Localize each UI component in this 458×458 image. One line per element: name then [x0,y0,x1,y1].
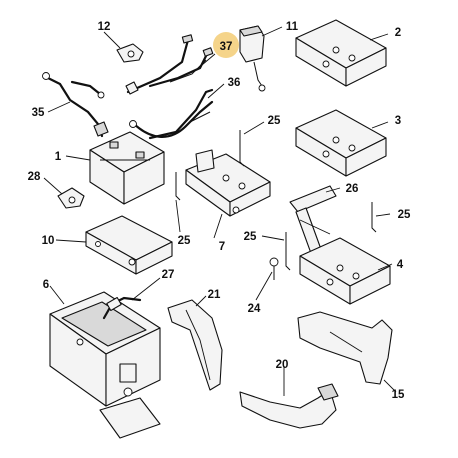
part-15-shield[interactable] [297,311,393,385]
callout-25-d[interactable]: 25 [244,231,257,243]
part-27-pad[interactable] [57,187,85,209]
part-21-air-duct[interactable] [167,299,223,391]
callout-36[interactable]: 36 [228,77,241,89]
leader-lines [43,26,397,396]
part-2-tray[interactable] [295,19,387,87]
part-36-cable-harness[interactable] [129,88,214,140]
part-20-air-duct[interactable] [239,383,339,429]
callout-12[interactable]: 12 [98,21,111,33]
part-1-battery[interactable] [89,131,165,205]
part-25-bolt-c[interactable] [285,232,291,271]
part-35-battery-cable[interactable] [42,72,109,138]
callout-6[interactable]: 6 [43,279,49,291]
part-25-bolt-a[interactable] [239,130,245,167]
part-37-cable-harness[interactable] [125,34,214,95]
callout-10[interactable]: 10 [42,235,55,247]
callout-3[interactable]: 3 [395,115,401,127]
callout-25-b[interactable]: 25 [398,209,411,221]
callout-26[interactable]: 26 [346,183,359,195]
callout-28[interactable]: 27 [162,269,175,281]
callout-11[interactable]: 11 [286,21,299,33]
part-7-tray-bracket[interactable] [185,149,271,217]
callout-27[interactable]: 28 [28,171,41,183]
callout-37-highlight [213,32,239,58]
callout-20[interactable]: 20 [276,359,289,371]
callout-37[interactable]: 37 [220,41,233,53]
callout-2[interactable]: 2 [395,27,401,39]
part-25-bolt-b[interactable] [175,172,181,201]
part-28-strap[interactable] [102,296,142,320]
callout-7[interactable]: 7 [219,241,225,253]
callout-15[interactable]: 15 [392,389,405,401]
callout-4[interactable]: 4 [397,259,404,271]
part-24-clip[interactable] [269,257,279,280]
callout-1[interactable]: 1 [55,151,62,163]
part-12-bracket[interactable] [116,43,144,63]
callout-21[interactable]: 21 [208,289,221,301]
callout-24[interactable]: 24 [248,303,261,315]
callout-35[interactable]: 35 [32,107,45,119]
part-26-bracket-frame[interactable] [289,185,337,257]
part-6-battery-tray[interactable] [49,291,161,439]
callout-25-a[interactable]: 25 [268,115,281,127]
callout-25-c[interactable]: 25 [178,235,191,247]
part-10-battery-cover[interactable] [85,215,173,275]
part-11-connector[interactable] [239,25,266,92]
part-3-tray[interactable] [295,109,387,177]
part-4-tray[interactable] [299,237,391,305]
part-25-bolt-d[interactable] [371,202,377,233]
